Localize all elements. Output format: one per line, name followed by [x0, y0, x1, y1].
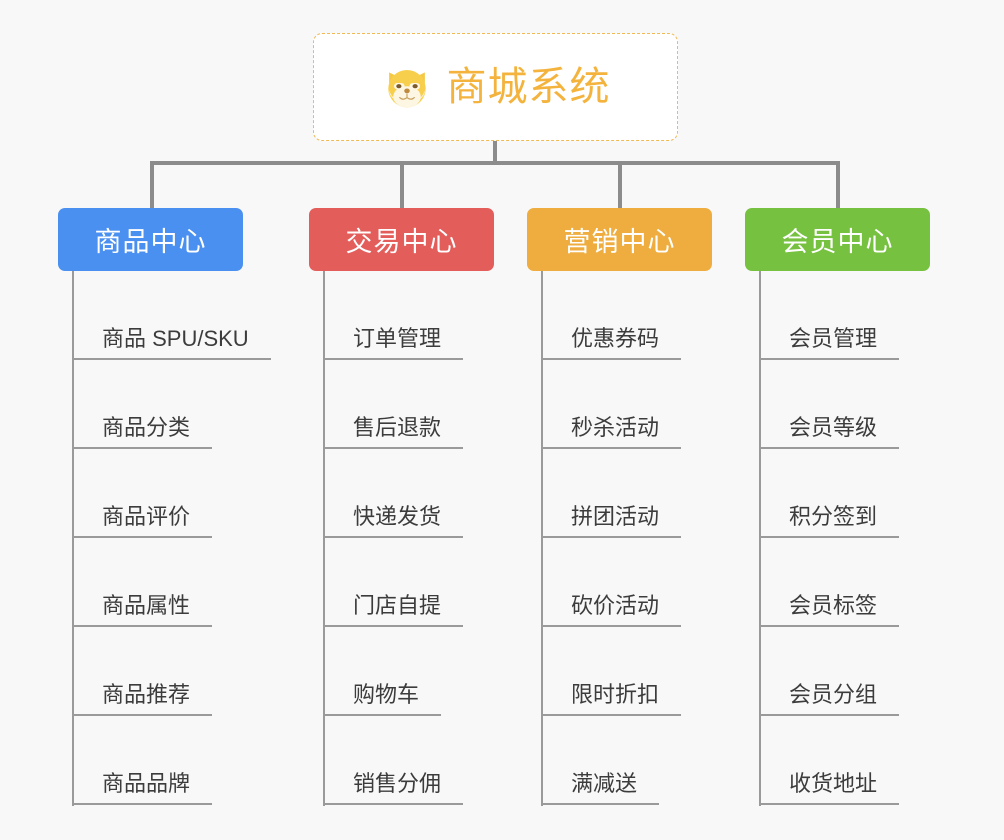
category-box-3[interactable]: 营销中心	[527, 208, 712, 271]
leaf-label: 会员管理	[759, 325, 900, 360]
leaf-label: 会员分组	[759, 681, 900, 716]
category-label-2: 交易中心	[345, 227, 458, 257]
category-label-3: 营销中心	[563, 227, 676, 257]
leaf-label: 商品推荐	[72, 681, 213, 716]
list-item[interactable]: 快递发货	[323, 449, 464, 538]
column-spine-3	[541, 271, 543, 806]
connector-horizontal-bus	[150, 161, 840, 165]
connector-drop-1	[150, 161, 154, 208]
category-label-4: 会员中心	[781, 227, 894, 257]
category-box-4[interactable]: 会员中心	[745, 208, 930, 271]
list-item[interactable]: 砍价活动	[541, 538, 682, 627]
list-item[interactable]: 满减送	[541, 716, 660, 805]
list-item[interactable]: 商品推荐	[72, 627, 213, 716]
leaf-label: 门店自提	[323, 592, 464, 627]
leaf-label: 商品分类	[72, 414, 213, 449]
leaf-label: 商品 SPU/SKU	[72, 325, 271, 360]
list-item[interactable]: 订单管理	[323, 271, 464, 360]
list-item[interactable]: 会员标签	[759, 538, 900, 627]
list-item[interactable]: 优惠券码	[541, 271, 682, 360]
leaf-label: 销售分佣	[323, 770, 464, 805]
list-item[interactable]: 积分签到	[759, 449, 900, 538]
leaf-label: 拼团活动	[541, 503, 682, 538]
column-spine-4	[759, 271, 761, 806]
leaf-label: 秒杀活动	[541, 414, 682, 449]
leaf-label: 限时折扣	[541, 681, 682, 716]
leaf-label: 订单管理	[323, 325, 464, 360]
list-item[interactable]: 商品 SPU/SKU	[72, 271, 271, 360]
list-item[interactable]: 商品评价	[72, 449, 213, 538]
list-item[interactable]: 会员分组	[759, 627, 900, 716]
leaf-label: 商品评价	[72, 503, 213, 538]
connector-drop-3	[618, 161, 622, 208]
list-item[interactable]: 会员等级	[759, 360, 900, 449]
list-item[interactable]: 销售分佣	[323, 716, 464, 805]
list-item[interactable]: 拼团活动	[541, 449, 682, 538]
leaf-label: 售后退款	[323, 414, 464, 449]
category-box-1[interactable]: 商品中心	[58, 208, 243, 271]
connector-root-stem	[493, 141, 497, 164]
leaf-label: 满减送	[541, 770, 660, 805]
category-box-2[interactable]: 交易中心	[309, 208, 494, 271]
list-item[interactable]: 秒杀活动	[541, 360, 682, 449]
leaf-label: 快递发货	[323, 503, 464, 538]
connector-drop-4	[836, 161, 840, 208]
list-item[interactable]: 售后退款	[323, 360, 464, 449]
leaf-label: 收货地址	[759, 770, 900, 805]
root-node-card[interactable]: 商城系统	[313, 33, 678, 141]
root-title: 商城系统	[446, 65, 611, 109]
list-item[interactable]: 商品属性	[72, 538, 213, 627]
leaf-label: 商品品牌	[72, 770, 213, 805]
list-item[interactable]: 收货地址	[759, 716, 900, 805]
list-item[interactable]: 门店自提	[323, 538, 464, 627]
leaf-label: 商品属性	[72, 592, 213, 627]
list-item[interactable]: 商品品牌	[72, 716, 213, 805]
leaf-label: 砍价活动	[541, 592, 682, 627]
leaf-label: 积分签到	[759, 503, 900, 538]
column-spine-2	[323, 271, 325, 806]
list-item[interactable]: 商品分类	[72, 360, 213, 449]
leaf-label: 购物车	[323, 681, 442, 716]
connector-drop-2	[400, 161, 404, 208]
leaf-label: 会员等级	[759, 414, 900, 449]
list-item[interactable]: 限时折扣	[541, 627, 682, 716]
leaf-label: 优惠券码	[541, 325, 682, 360]
shiba-dog-icon	[387, 69, 426, 108]
column-spine-1	[72, 271, 74, 806]
category-label-1: 商品中心	[94, 227, 207, 257]
list-item[interactable]: 购物车	[323, 627, 442, 716]
list-item[interactable]: 会员管理	[759, 271, 900, 360]
leaf-label: 会员标签	[759, 592, 900, 627]
